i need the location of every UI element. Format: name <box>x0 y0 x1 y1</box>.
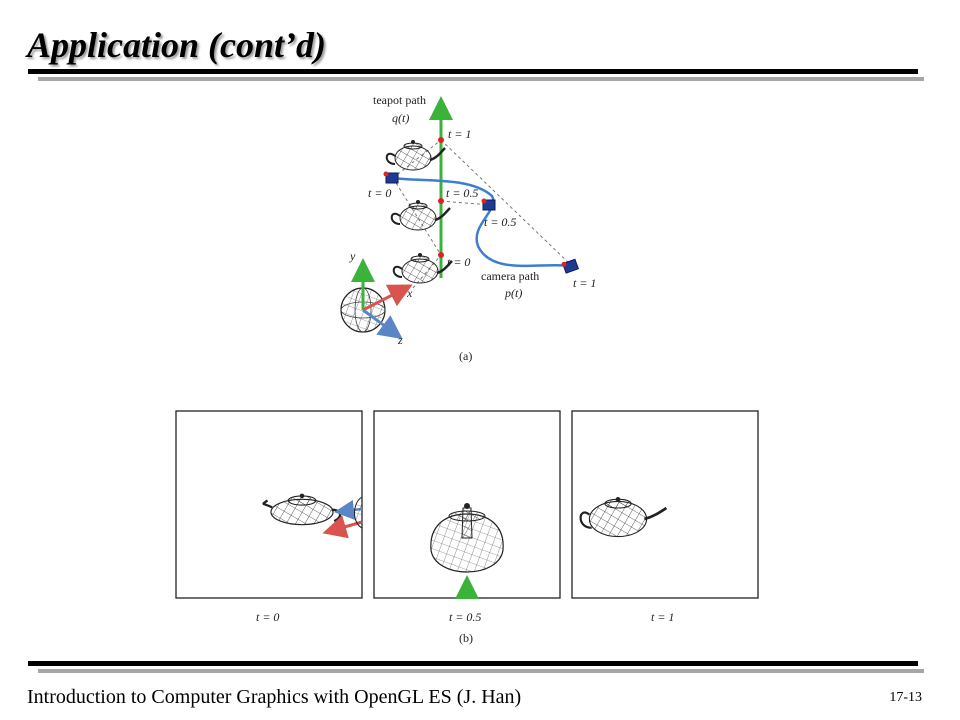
teapot-path-label: teapot path <box>373 93 426 107</box>
title-rule-shadow <box>38 77 924 81</box>
camera-icon <box>383 171 399 184</box>
teapot-point-t0 <box>438 252 444 258</box>
teapot-t1-label: t = 1 <box>448 127 471 141</box>
figure-a-caption: (a) <box>459 349 472 363</box>
teapot-t0 <box>392 251 454 285</box>
page-number: 17-13 <box>889 690 922 705</box>
render-panel-t05 <box>373 410 561 599</box>
camera-t05-label: t = 0.5 <box>484 215 516 229</box>
z-axis-arrow <box>362 308 403 340</box>
title-rule <box>28 69 918 74</box>
teapot-t0-label: t = 0 <box>447 255 470 269</box>
camera-path-curve <box>392 176 571 268</box>
panel-label-t05: t = 0.5 <box>449 610 481 624</box>
axis-x-label: x <box>406 286 413 300</box>
figure-a: teapot path q(t) t = 1 t = 0 t = 0.5 t =… <box>340 93 596 363</box>
teapot-t1 <box>385 138 447 172</box>
render-panel-t0 <box>175 410 363 599</box>
camera-t0-label: t = 0 <box>368 186 391 200</box>
footer-rule-shadow <box>38 669 924 673</box>
axis-y-label: y <box>349 249 356 263</box>
camera-path-label: camera path <box>481 269 539 283</box>
render-panel-t1 <box>571 410 759 599</box>
camera-icon <box>561 258 579 274</box>
camera-t1-label: t = 1 <box>573 276 596 290</box>
panel-label-t0: t = 0 <box>256 610 279 624</box>
footer-rule <box>28 661 918 666</box>
panel-label-t1: t = 1 <box>651 610 674 624</box>
teapot-path-symbol: q(t) <box>392 111 409 125</box>
camera-icon <box>481 198 496 211</box>
teapot-t05-label: t = 0.5 <box>446 186 478 200</box>
camera-path-symbol: p(t) <box>504 286 522 300</box>
x-axis-arrow <box>362 284 413 312</box>
axis-z-label: z <box>397 333 403 347</box>
teapot-point-t05 <box>438 198 444 204</box>
slide-title: Application (cont’d) <box>27 25 326 65</box>
footer-course-title: Introduction to Computer Graphics with O… <box>27 686 522 708</box>
figure-b-caption: (b) <box>459 631 473 645</box>
teapot-point-t1 <box>438 137 444 143</box>
figure-b: t = 0 t = 0.5 t = 1 (b) <box>175 410 759 645</box>
